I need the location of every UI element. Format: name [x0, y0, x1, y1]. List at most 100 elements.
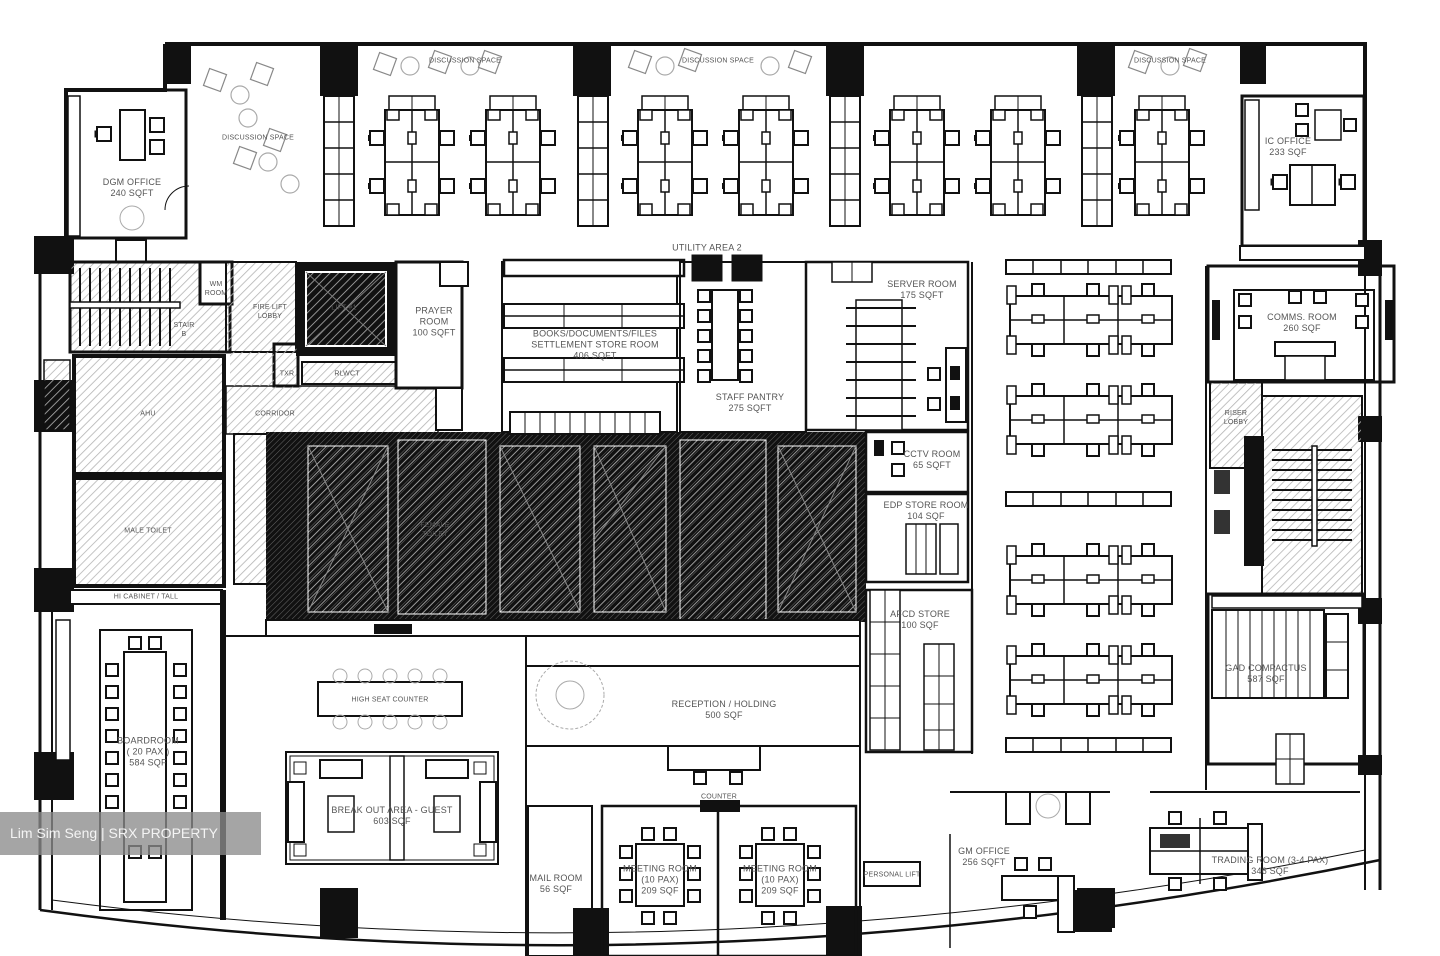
room-area: 406 SQFT [573, 350, 617, 361]
room-name: GAD COMPACTUS [1225, 663, 1307, 673]
room-label-mail-room: MAIL ROOM 56 SQF [530, 873, 583, 895]
interior-walls [226, 262, 1207, 956]
room-name: IC OFFICE [1264, 136, 1312, 146]
room-name: GM OFFICE [958, 846, 1010, 856]
edp-store-room [864, 492, 970, 584]
room-area: 65 SQFT [913, 460, 951, 470]
east-stair [1209, 381, 1363, 595]
room-label-discussion-space-n1: DISCUSSION SPACE [429, 57, 501, 65]
room-label-meeting-room-2: MEETING ROOM (10 PAX) 209 SQF [743, 864, 817, 897]
staff-pantry [679, 254, 807, 433]
room-label-personal-lift: PERSONAL LIFT [863, 871, 921, 879]
meeting-rooms [527, 800, 858, 956]
room-name: STAFF PANTRY [715, 392, 785, 402]
room-name: RISER [1224, 410, 1248, 417]
room-label-high-seat-counter: HIGH SEAT COUNTER [351, 696, 429, 704]
room-label-reception: RECEPTION / HOLDING 500 SQF [672, 699, 777, 721]
room-label-breakout-area: BREAK OUT AREA - GUEST 603 SQF [331, 805, 452, 827]
room-label-discussion-space-nw: DISCUSSION SPACE [222, 134, 294, 142]
room-label-boardroom: BOARDROOM ( 20 PAX ) 584 SQF [117, 736, 179, 769]
room-sub: (10 PAX) [761, 874, 799, 885]
room-label-txr: TXR [279, 370, 295, 378]
room-area: 240 SQFT [110, 188, 154, 198]
room-label-settlement-store-room: BOOKS/DOCUMENTS/FILES SETTLEMENT STORE R… [531, 329, 658, 362]
room-label-afcd-store: AFCD STORE 100 SQF [890, 609, 950, 631]
room-label-meeting-room-1: MEETING ROOM (10 PAX) 209 SQF [623, 864, 697, 897]
room-label-cabinet-strip: HI CABINET / TALL [113, 593, 179, 601]
room-name: FIRE LIFT [252, 304, 288, 311]
room-label-corridor: CORRIDOR [255, 410, 295, 418]
room-name: BOARDROOM [117, 735, 179, 746]
room-area: 587 SQF [1247, 674, 1285, 684]
room-name: CCTV ROOM [903, 449, 961, 459]
room-name: BREAK OUT AREA - GUEST [331, 805, 453, 815]
room-label-gad-compactus: GAD COMPACTUS 587 SQF [1225, 663, 1306, 685]
server-room [804, 260, 970, 432]
room-area: 256 SQFT [962, 857, 1006, 867]
gad-compactus [1206, 592, 1366, 785]
room-area: 603 SQF [373, 816, 411, 826]
room-label-comms-room: COMMS. ROOM 260 SQF [1267, 312, 1337, 334]
room-label-wm-room: WM ROOM [205, 280, 228, 298]
room-name: MEETING ROOM [743, 863, 817, 874]
room-pre: BOOKS/DOCUMENTS/FILES [532, 328, 658, 339]
room-name: FEMALE [420, 522, 450, 529]
room-label-ahu: AHU [140, 410, 156, 418]
room-name: PRAYER [415, 305, 453, 316]
room-label-fire-lift-lobby: FIRE LIFT LOBBY [253, 303, 287, 321]
room-area: 346 SQF [1251, 866, 1289, 876]
breakout-area [285, 668, 499, 865]
room-sub: ( 20 PAX ) [126, 746, 170, 757]
room-name: AFCD STORE [890, 609, 950, 619]
room-area: 175 SQFT [900, 290, 944, 300]
room-sub: LOBBY [1223, 419, 1249, 426]
room-area: 104 SQF [907, 511, 945, 521]
room-area: 100 SQFT [412, 327, 456, 338]
comms-room [1206, 264, 1396, 384]
gm-office [863, 791, 1112, 948]
room-area: 56 SQF [539, 884, 573, 894]
room-name: SERVER ROOM [887, 279, 957, 289]
room-label-discussion-space-n2: DISCUSSION SPACE [682, 57, 754, 65]
room-tag: B [181, 331, 187, 338]
ic-office [1239, 94, 1366, 261]
watermark: Lim Sim Seng | SRX PROPERTY [0, 812, 261, 855]
dgm-office [64, 88, 190, 263]
room-label-female-toilet: FEMALE TOILET [420, 521, 449, 539]
cctv-room [864, 430, 970, 494]
room-label-server-room: SERVER ROOM 175 SQFT [887, 279, 957, 301]
room-area: 584 SQF [129, 757, 167, 768]
room-area: 100 SQF [901, 620, 939, 630]
room-label-discussion-space-n3: DISCUSSION SPACE [1134, 57, 1206, 65]
room-name: MAIL ROOM [529, 873, 583, 883]
afcd-store [864, 588, 974, 754]
room-area: 260 SQF [1283, 323, 1321, 333]
room-name: COMMS. ROOM [1267, 312, 1337, 322]
room-name: MEETING ROOM [623, 863, 697, 874]
room-label-stair: STAIR B [173, 321, 194, 339]
room-label-reception-counter: COUNTER [700, 793, 738, 801]
room-name: DGM OFFICE [102, 177, 162, 187]
room-label-edp-store-room: EDP STORE ROOM 104 SQF [884, 500, 969, 522]
room-name: SETTLEMENT STORE ROOM [531, 339, 659, 350]
room-label-dgm-office: DGM OFFICE 240 SQFT [103, 177, 162, 199]
north-workstations [368, 96, 1204, 215]
room-sub: TOILET [422, 531, 448, 538]
room-area: 275 SQFT [728, 403, 772, 413]
room-area: 209 SQF [761, 885, 799, 896]
room-label-gm-office: GM OFFICE 256 SQFT [958, 846, 1010, 868]
room-label-prayer-room: PRAYER ROOM 100 SQFT [412, 306, 455, 339]
room-sub: (10 PAX) [641, 874, 679, 885]
room-label-rlw-duct: RLWCT [334, 370, 360, 378]
room-label-trading-room: TRADING ROOM (3-4 PAX) 346 SQF [1212, 855, 1329, 877]
central-core [265, 432, 866, 637]
room-name: EDP STORE ROOM [883, 500, 969, 510]
room-sub: ROOM [204, 290, 228, 297]
room-label-staff-pantry: STAFF PANTRY 275 SQFT [716, 392, 784, 414]
trading-room [1149, 791, 1360, 891]
settlement-store-room [501, 258, 686, 435]
room-label-riser-lobby: RISER LOBBY [1224, 409, 1248, 427]
room-sub: ROOM [419, 316, 449, 327]
room-name: STAIR [173, 322, 195, 329]
